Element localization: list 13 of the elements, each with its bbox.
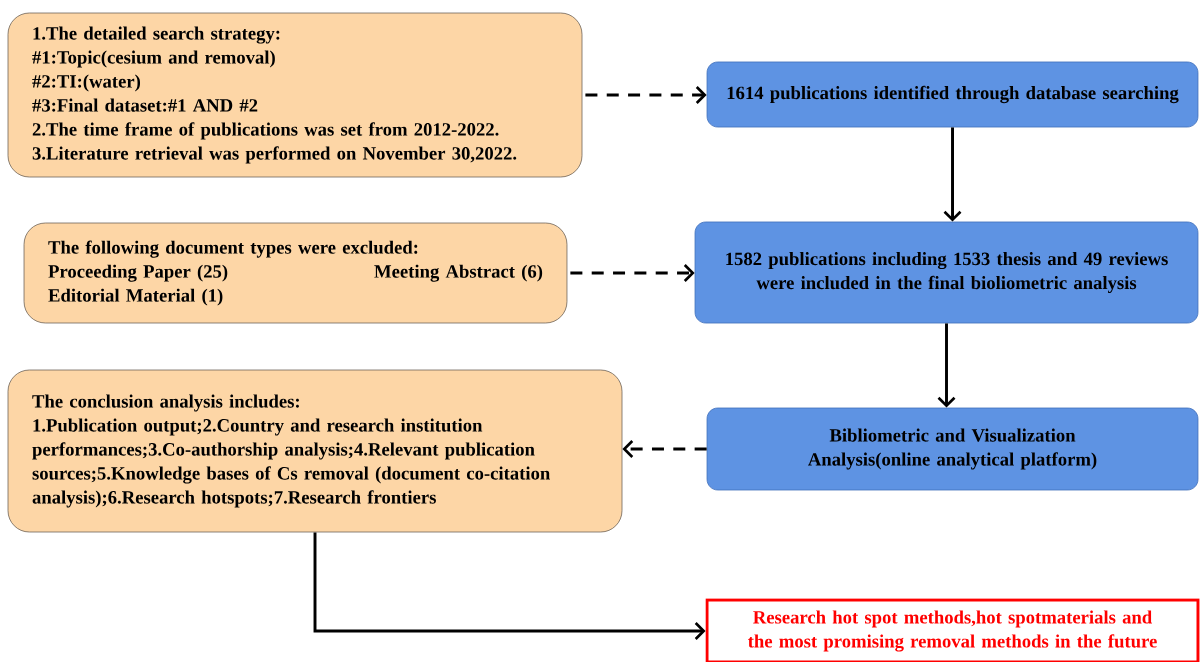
criteria-box: The following document types were excluded: Proceeding Paper (25) Meeting Abstract (6) Editorial Material (1) <box>23 222 568 324</box>
arrow <box>585 86 707 104</box>
arrow <box>943 127 962 222</box>
arrow <box>313 532 706 640</box>
arrow <box>937 323 956 408</box>
process-box: 1614 publications identified through database searching <box>706 61 1199 128</box>
criteria-box: 1.The detailed search strategy: #1:Topic(cesium and removal) #2:TI:(water) #3:Final dataset:#1 AND #2 2.The time frame of publications was set from 2012-2022. 3.Literature retrieval was performed on November 30,2022. <box>7 12 583 178</box>
arrow <box>622 440 707 458</box>
criteria-box: The conclusion analysis includes: 1.Publication output;2.Country and research institution performances;3.Co-authorship analysis;4.Relevant publication sources;5.Knowledge bases of Cs removal (document co-citation analysis);6.Research hotspots;7.Research frontiers <box>7 369 623 533</box>
process-box: Bibliometric and Visualization Analysis(online analytical platform) <box>706 407 1199 491</box>
arrow <box>570 264 695 282</box>
result-box: Research hot spot methods,hot spotmaterials and the most promising removal methods in the future <box>705 598 1200 662</box>
process-box: 1582 publications including 1533 thesis and 49 reviews were included in the final bioliometric analysis <box>694 221 1199 324</box>
